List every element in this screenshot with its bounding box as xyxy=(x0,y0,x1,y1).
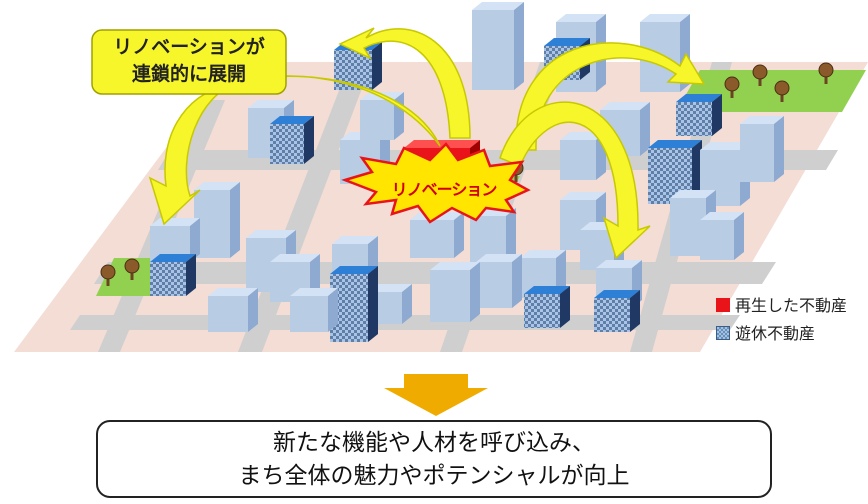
spread-arrows xyxy=(148,27,706,260)
building-block xyxy=(472,2,524,90)
legend-item-idle: 遊休不動産 xyxy=(716,320,815,344)
chain-callout xyxy=(91,29,287,95)
tree-icon xyxy=(724,76,740,98)
building-block xyxy=(740,116,784,182)
tree-icon xyxy=(752,64,768,86)
building-block xyxy=(700,142,750,206)
tree-icon xyxy=(100,264,116,286)
building-block xyxy=(560,132,606,180)
callout-line-1: リノベーションが xyxy=(113,36,265,58)
renovation-burst xyxy=(341,142,531,224)
legend-label-idle: 遊休不動産 xyxy=(735,324,816,343)
building-block xyxy=(700,212,744,260)
building-block xyxy=(594,290,640,332)
building-block xyxy=(676,94,722,136)
tree-icon xyxy=(774,80,790,102)
checkered-square-icon xyxy=(716,326,730,340)
building-block xyxy=(524,286,570,328)
tree-icon xyxy=(124,258,140,280)
callout-text: リノベーションが 連鎖的に展開 xyxy=(96,34,282,88)
red-square-icon xyxy=(716,298,730,312)
result-line-2: まち全体の魅力やポテンシャルが向上 xyxy=(238,463,630,489)
result-line-1: 新たな機能や人材を呼び込み、 xyxy=(273,430,595,456)
result-box: 新たな機能や人材を呼び込み、 まち全体の魅力やポテンシャルが向上 xyxy=(96,420,772,498)
building-block xyxy=(334,42,382,90)
buildings xyxy=(150,2,784,342)
building-block xyxy=(476,254,522,308)
building-block xyxy=(270,116,314,164)
building-block xyxy=(194,182,240,258)
building-block xyxy=(290,288,338,332)
callout-line-2: 連鎖的に展開 xyxy=(131,63,246,85)
building-block xyxy=(430,262,480,322)
building-block xyxy=(208,288,258,332)
down-arrow xyxy=(384,374,488,416)
legend-item-renovated: 再生した不動産 xyxy=(716,292,847,316)
building-block xyxy=(150,254,196,296)
legend-label-renovated: 再生した不動産 xyxy=(735,296,848,315)
tree-icon xyxy=(818,62,834,84)
burst-label: リノベーション xyxy=(391,180,498,199)
building-block xyxy=(360,92,404,140)
